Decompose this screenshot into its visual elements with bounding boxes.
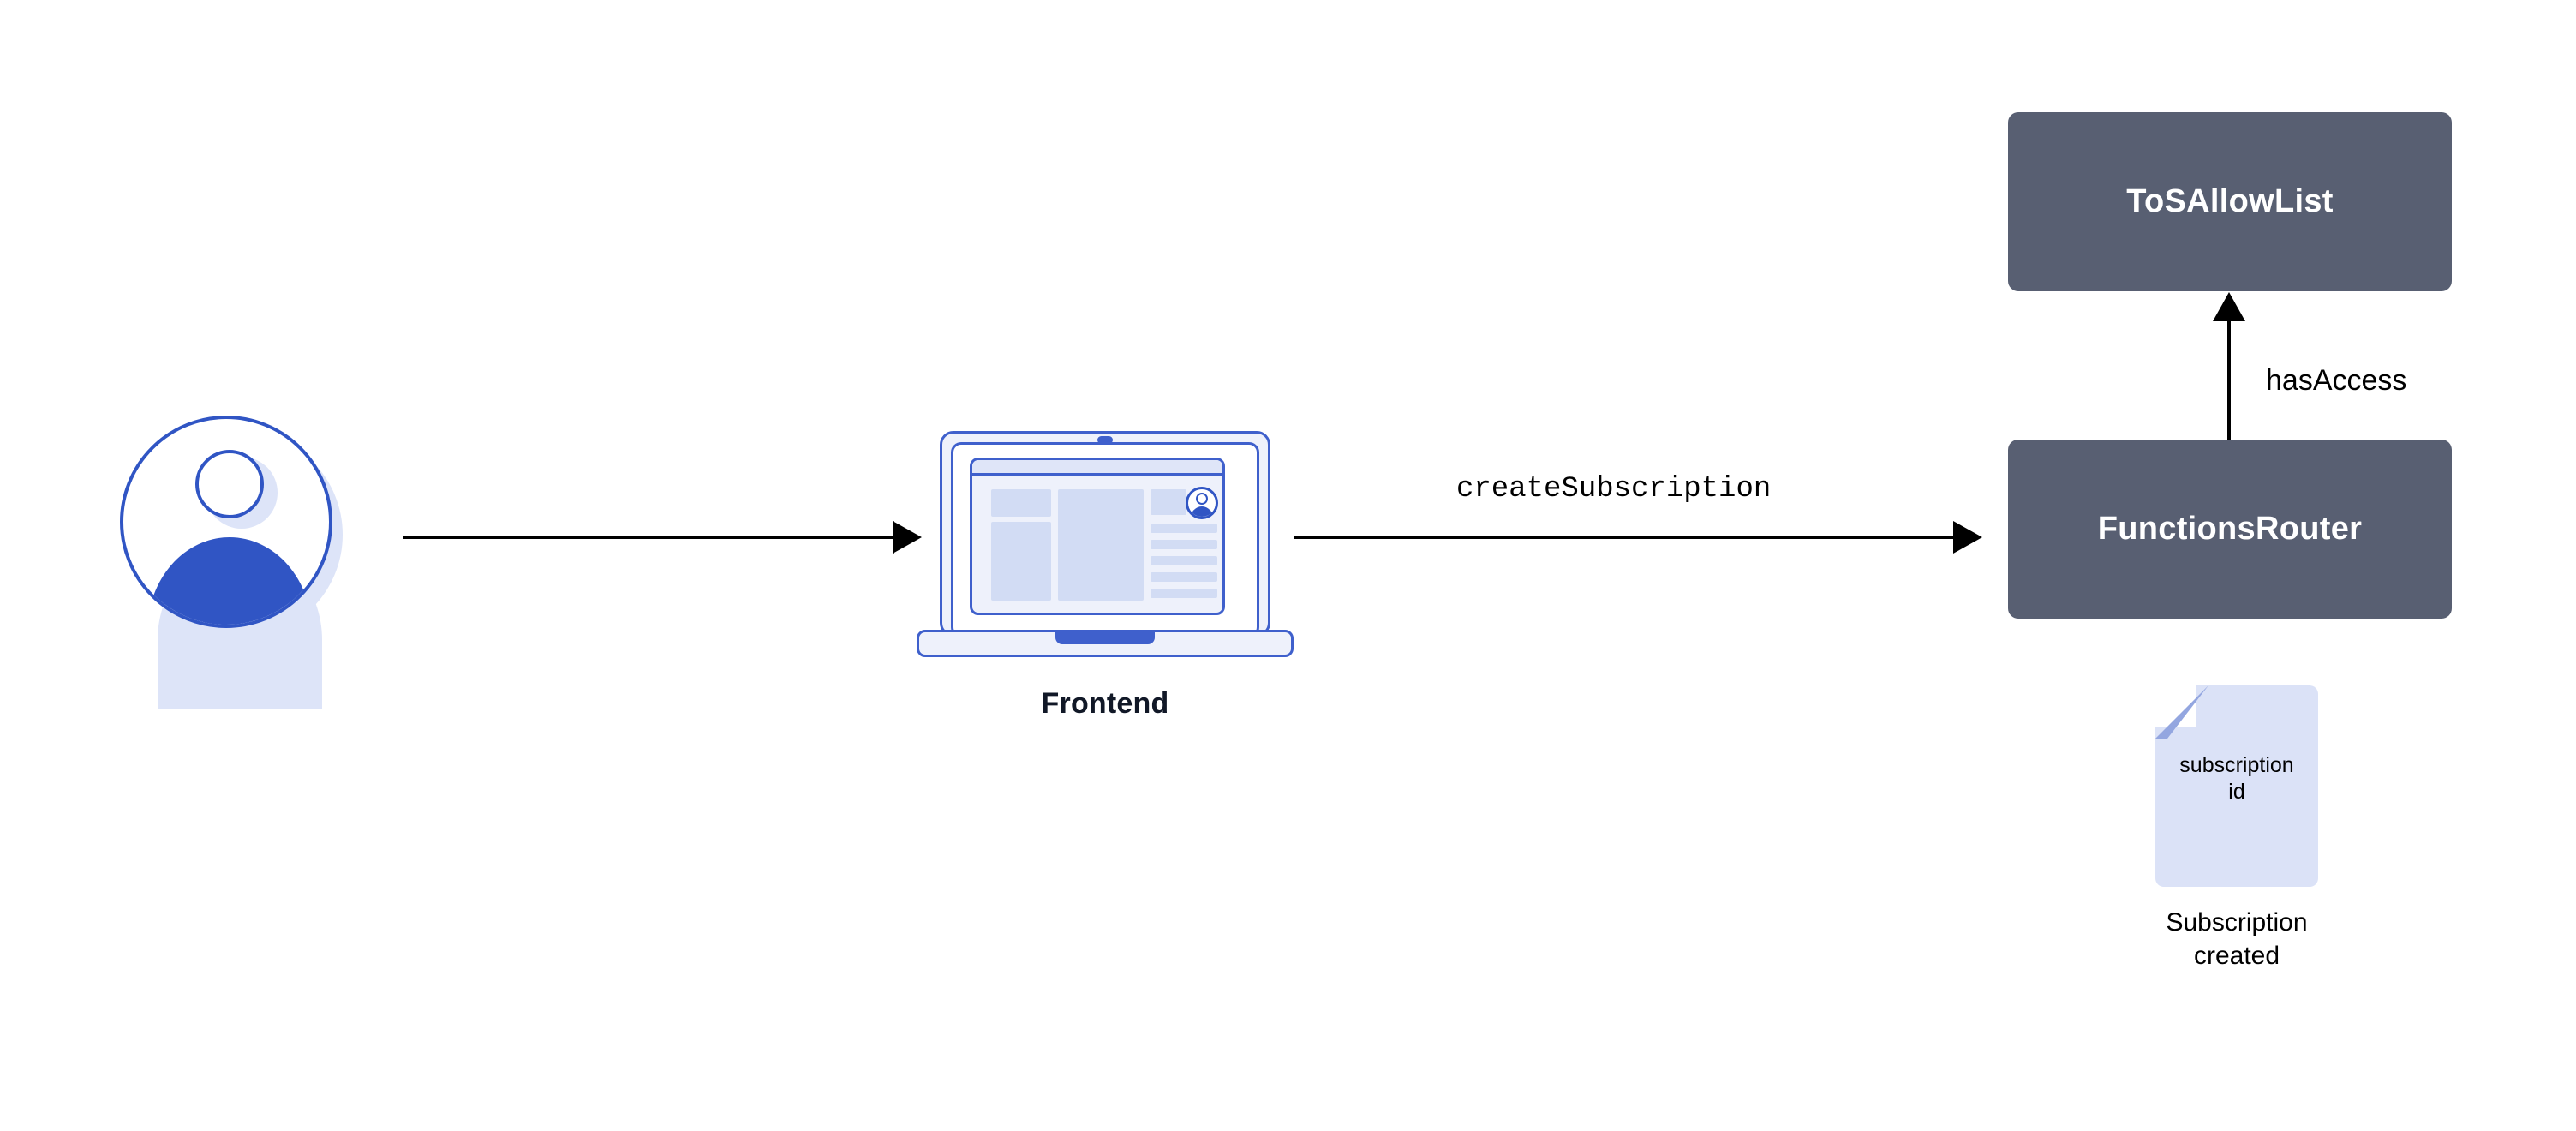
arrow-eoa-to-frontend-line [403, 536, 898, 539]
screen-text-line [1151, 524, 1217, 533]
arrow-router-to-tos-line [2227, 321, 2231, 440]
node-frontend[interactable]: Frontend [917, 424, 1294, 721]
screen-text-line [1151, 572, 1217, 582]
screen-block-center [1058, 489, 1144, 601]
file-inner-text: subscription id [2155, 752, 2318, 806]
arrow-router-to-tos-head [2213, 292, 2245, 321]
laptop-trackpad [1055, 632, 1155, 644]
arrow-frontend-to-router-line [1294, 536, 1962, 539]
avatar-head [195, 450, 264, 518]
avatar-body [147, 537, 312, 625]
arrow-eoa-to-frontend-head [893, 521, 922, 554]
screen-block-right-top [1151, 489, 1186, 515]
node-frontend-label: Frontend [1041, 687, 1169, 720]
screen-topbar [972, 460, 1222, 476]
laptop-screen [970, 458, 1225, 615]
screen-avatar-head [1196, 493, 1208, 505]
node-subscription-file[interactable]: subscription id Subscription created [2155, 685, 2318, 972]
node-functions-router-label: FunctionsRouter [2097, 511, 2363, 547]
avatar-ring [120, 416, 332, 628]
user-avatar-icon [120, 416, 343, 709]
screen-text-line [1151, 556, 1217, 566]
node-functions-router[interactable]: FunctionsRouter [2008, 440, 2452, 619]
node-eoa[interactable]: EOA [120, 416, 343, 709]
file-inner-text-line2: id [2228, 780, 2245, 805]
laptop-icon [917, 424, 1294, 664]
screen-avatar-body [1190, 506, 1214, 517]
file-document-icon: subscription id [2155, 685, 2318, 887]
screen-text-line [1151, 540, 1217, 549]
file-caption-line2: created [2193, 942, 2280, 970]
screen-avatar-icon [1186, 487, 1218, 519]
arrow-frontend-to-router-head [1953, 521, 1982, 554]
edge-label-has-access: hasAccess [2266, 364, 2407, 397]
node-tos-allowlist-label: ToSAllowList [2126, 183, 2334, 219]
file-caption-line1: Subscription [2166, 908, 2308, 937]
node-tos-allowlist[interactable]: ToSAllowList [2008, 112, 2452, 291]
screen-text-line [1151, 589, 1217, 598]
screen-block-left-main [991, 522, 1051, 601]
file-inner-text-line1: subscription [2179, 753, 2294, 777]
screen-block-left-top [991, 489, 1051, 517]
node-subscription-file-caption: Subscription created [2155, 906, 2318, 972]
edge-label-create-subscription: createSubscription [1456, 473, 1772, 506]
laptop-camera-icon [1097, 436, 1113, 444]
